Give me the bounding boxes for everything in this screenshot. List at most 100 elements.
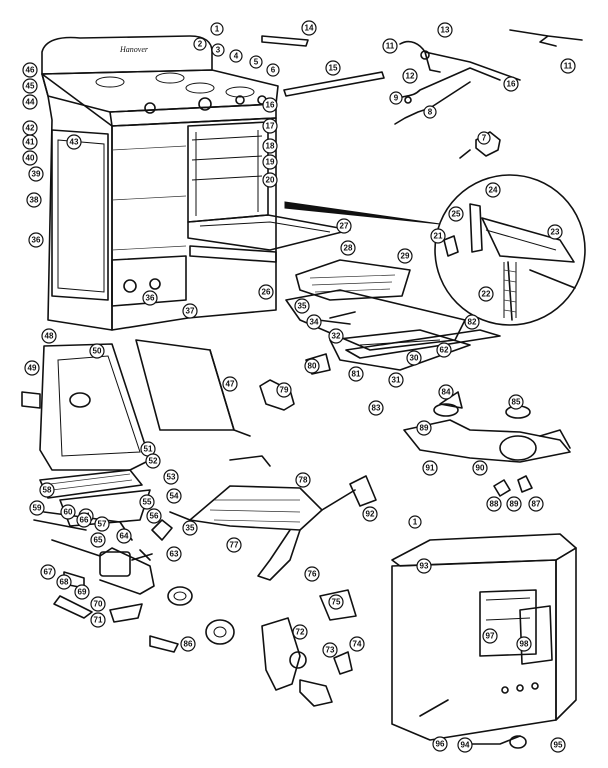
callout-label: 73 [326,646,335,655]
callout-27: 27 [336,218,352,234]
callout-label: 89 [510,500,519,509]
callout-label: 60 [64,508,73,517]
callout-36: 36 [28,232,44,248]
callout-74: 74 [349,636,365,652]
callout-50: 50 [89,343,105,359]
callout-label: 44 [26,98,35,107]
callout-label: 42 [26,124,35,133]
callout-label: 38 [30,196,39,205]
callout-56: 56 [146,508,162,524]
callout-label: 96 [436,740,445,749]
callout-label: 18 [266,142,275,151]
callout-label: 52 [149,457,158,466]
callout-38: 38 [26,192,42,208]
callout-67: 67 [40,564,56,580]
callout-label: 64 [120,532,129,541]
callout-label: 6 [271,66,276,75]
callout-97: 97 [482,628,498,644]
callout-label: 98 [520,640,529,649]
callout-label: 75 [332,598,341,607]
rotisserie-motor-group [349,391,571,507]
callout-13: 13 [437,22,453,38]
callout-7: 7 [477,131,491,145]
callout-label: 46 [26,66,35,75]
callout-29: 29 [397,248,413,264]
thermostat-assembly [261,589,357,707]
callout-41: 41 [22,134,38,150]
callout-label: 94 [461,741,470,750]
callout-57: 57 [94,516,110,532]
callout-label: 30 [410,354,419,363]
callout-label: 50 [93,347,102,356]
callout-32: 32 [328,328,344,344]
burner-box-assembly [21,339,251,541]
callout-4: 4 [229,49,243,63]
callout-label: 62 [440,346,449,355]
callout-3: 3 [211,43,225,57]
callout-label: 2 [198,40,203,49]
callout-16: 16 [503,76,519,92]
callout-36: 36 [142,290,158,306]
callout-label: 65 [94,536,103,545]
callout-77: 77 [226,537,242,553]
range-cabinet: Hanover [41,35,351,331]
callout-12: 12 [402,68,418,84]
callout-20: 20 [262,172,278,188]
callout-18: 18 [262,138,278,154]
callout-93: 93 [416,558,432,574]
callout-8: 8 [423,105,437,119]
callout-95: 95 [550,737,566,753]
callout-2: 2 [193,37,207,51]
callout-82: 82 [464,314,480,330]
callout-label: 41 [26,138,35,147]
callout-label: 76 [308,570,317,579]
hinge-detail-circle [284,174,586,326]
callout-label: 78 [299,476,308,485]
callout-9: 9 [389,91,403,105]
callout-label: 63 [170,550,179,559]
callout-label: 55 [143,498,152,507]
callout-label: 19 [266,158,275,167]
callout-label: 24 [489,186,498,195]
callout-label: 5 [254,58,259,67]
callout-15: 15 [325,60,341,76]
callout-label: 9 [394,94,399,103]
drawer-rail [345,329,501,359]
callout-label: 29 [401,252,410,261]
callout-23: 23 [547,224,563,240]
callout-26: 26 [258,284,274,300]
callout-label: 92 [366,510,375,519]
callout-39: 39 [28,166,44,182]
callout-98: 98 [516,636,532,652]
callout-label: 97 [486,632,495,641]
callout-53: 53 [163,469,179,485]
callout-54: 54 [166,488,182,504]
callout-label: 16 [507,80,516,89]
callout-label: 80 [308,362,317,371]
callout-22: 22 [478,286,494,302]
callout-label: 11 [386,42,395,51]
callout-label: 43 [70,138,79,147]
callout-label: 47 [226,380,235,389]
callout-label: 84 [442,388,451,397]
callout-label: 74 [353,640,362,649]
callout-label: 72 [296,628,305,637]
callout-75: 75 [328,594,344,610]
callout-label: 51 [144,445,153,454]
callout-label: 58 [43,486,52,495]
callout-label: 54 [170,492,179,501]
callout-label: 59 [33,504,42,513]
callout-71: 71 [90,612,106,628]
callout-label: 21 [434,232,443,241]
rotisserie-assembly [169,353,356,581]
callout-label: 22 [482,290,491,299]
callout-label: 25 [452,210,461,219]
callout-label: 68 [60,578,69,587]
callout-label: 77 [230,541,239,550]
callout-label: 79 [280,386,289,395]
callout-65: 65 [90,532,106,548]
callout-34: 34 [306,314,322,330]
callout-25: 25 [448,206,464,222]
callout-label: 17 [266,122,275,131]
callout-label: 87 [532,500,541,509]
